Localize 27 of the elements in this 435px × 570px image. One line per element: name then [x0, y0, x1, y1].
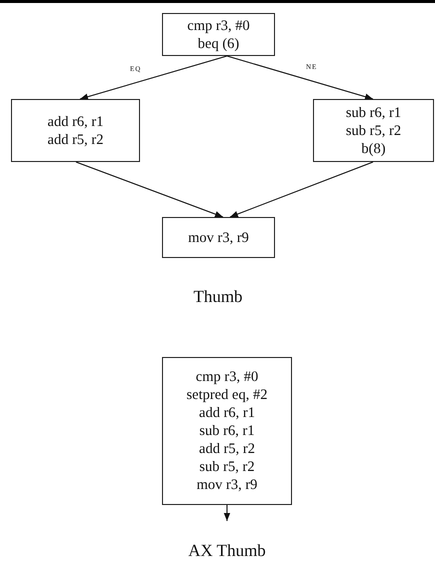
- instruction-text: cmp r3, #0: [196, 368, 258, 386]
- instruction-text: sub r6, r1: [346, 104, 402, 122]
- instruction-text: cmp r3, #0: [187, 16, 250, 34]
- arrow: [224, 504, 230, 522]
- instruction-text: sub r5, r2: [199, 458, 255, 476]
- instruction-text: sub r6, r1: [199, 422, 255, 440]
- instruction-text: add r6, r1: [48, 112, 104, 130]
- instruction-text: b(8): [361, 140, 386, 158]
- instruction-text: setpred eq, #2: [186, 386, 268, 404]
- instruction-text: add r6, r1: [199, 404, 255, 422]
- code-box: [162, 357, 292, 505]
- instruction-text: sub r5, r2: [346, 122, 402, 140]
- instruction-text: beq (6): [198, 34, 240, 52]
- arrow: [230, 162, 374, 218]
- code-box: [11, 99, 140, 162]
- code-box: [162, 217, 275, 258]
- instruction-text: mov r3, r9: [188, 228, 249, 246]
- instruction-text: mov r3, r9: [196, 476, 258, 494]
- arrow: [80, 56, 228, 100]
- arrow: [76, 162, 224, 218]
- code-box: [162, 13, 275, 56]
- caption: AX Thumb: [187, 541, 267, 561]
- caption: Thumb: [192, 287, 244, 307]
- code-box: [313, 99, 434, 162]
- instruction-text: add r5, r2: [48, 130, 104, 148]
- arrow: [226, 56, 374, 100]
- instruction-text: add r5, r2: [199, 440, 255, 458]
